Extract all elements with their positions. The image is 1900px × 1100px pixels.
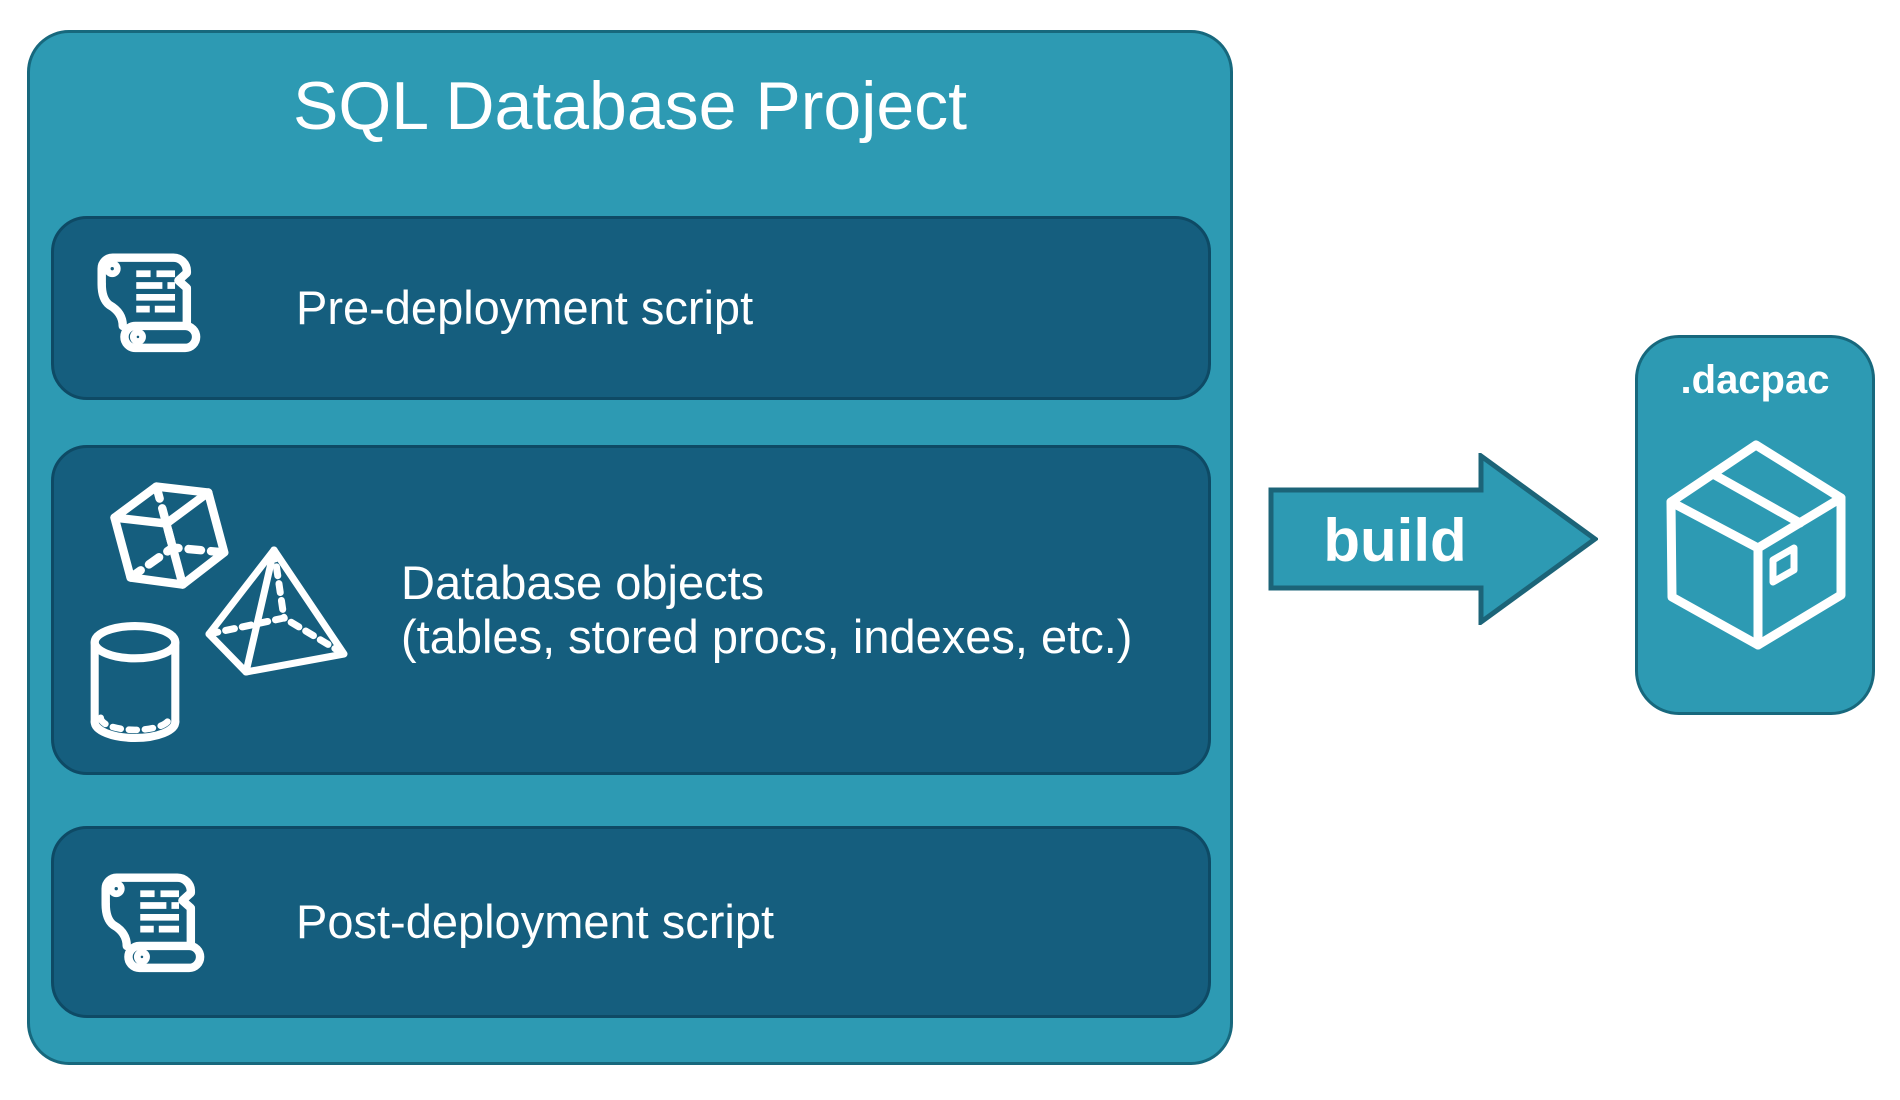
database-objects-line1: Database objects xyxy=(401,556,765,609)
database-objects-line2: (tables, stored procs, indexes, etc.) xyxy=(401,610,1133,663)
scroll-icon xyxy=(84,236,202,362)
dacpac-title: .dacpac xyxy=(1680,358,1830,402)
scroll-icon xyxy=(88,856,206,982)
post-deployment-row: Post-deployment script xyxy=(51,826,1211,1018)
dacpac-box: .dacpac xyxy=(1635,335,1875,715)
build-arrow xyxy=(1268,453,1598,625)
database-objects-label: Database objects (tables, stored procs, … xyxy=(401,556,1132,664)
database-objects-row: Database objects (tables, stored procs, … xyxy=(51,445,1211,775)
sql-database-project-box: SQL Database Project P xyxy=(27,30,1233,1065)
cylinder-icon xyxy=(84,618,186,744)
project-title: SQL Database Project xyxy=(292,68,968,144)
pre-deployment-row: Pre-deployment script xyxy=(51,216,1211,400)
cube-icon xyxy=(109,470,233,612)
pyramid-icon xyxy=(204,544,354,680)
pre-deployment-label: Pre-deployment script xyxy=(296,281,754,334)
build-label: build xyxy=(1323,506,1467,574)
post-deployment-label: Post-deployment script xyxy=(296,895,775,948)
package-icon xyxy=(1658,430,1858,660)
